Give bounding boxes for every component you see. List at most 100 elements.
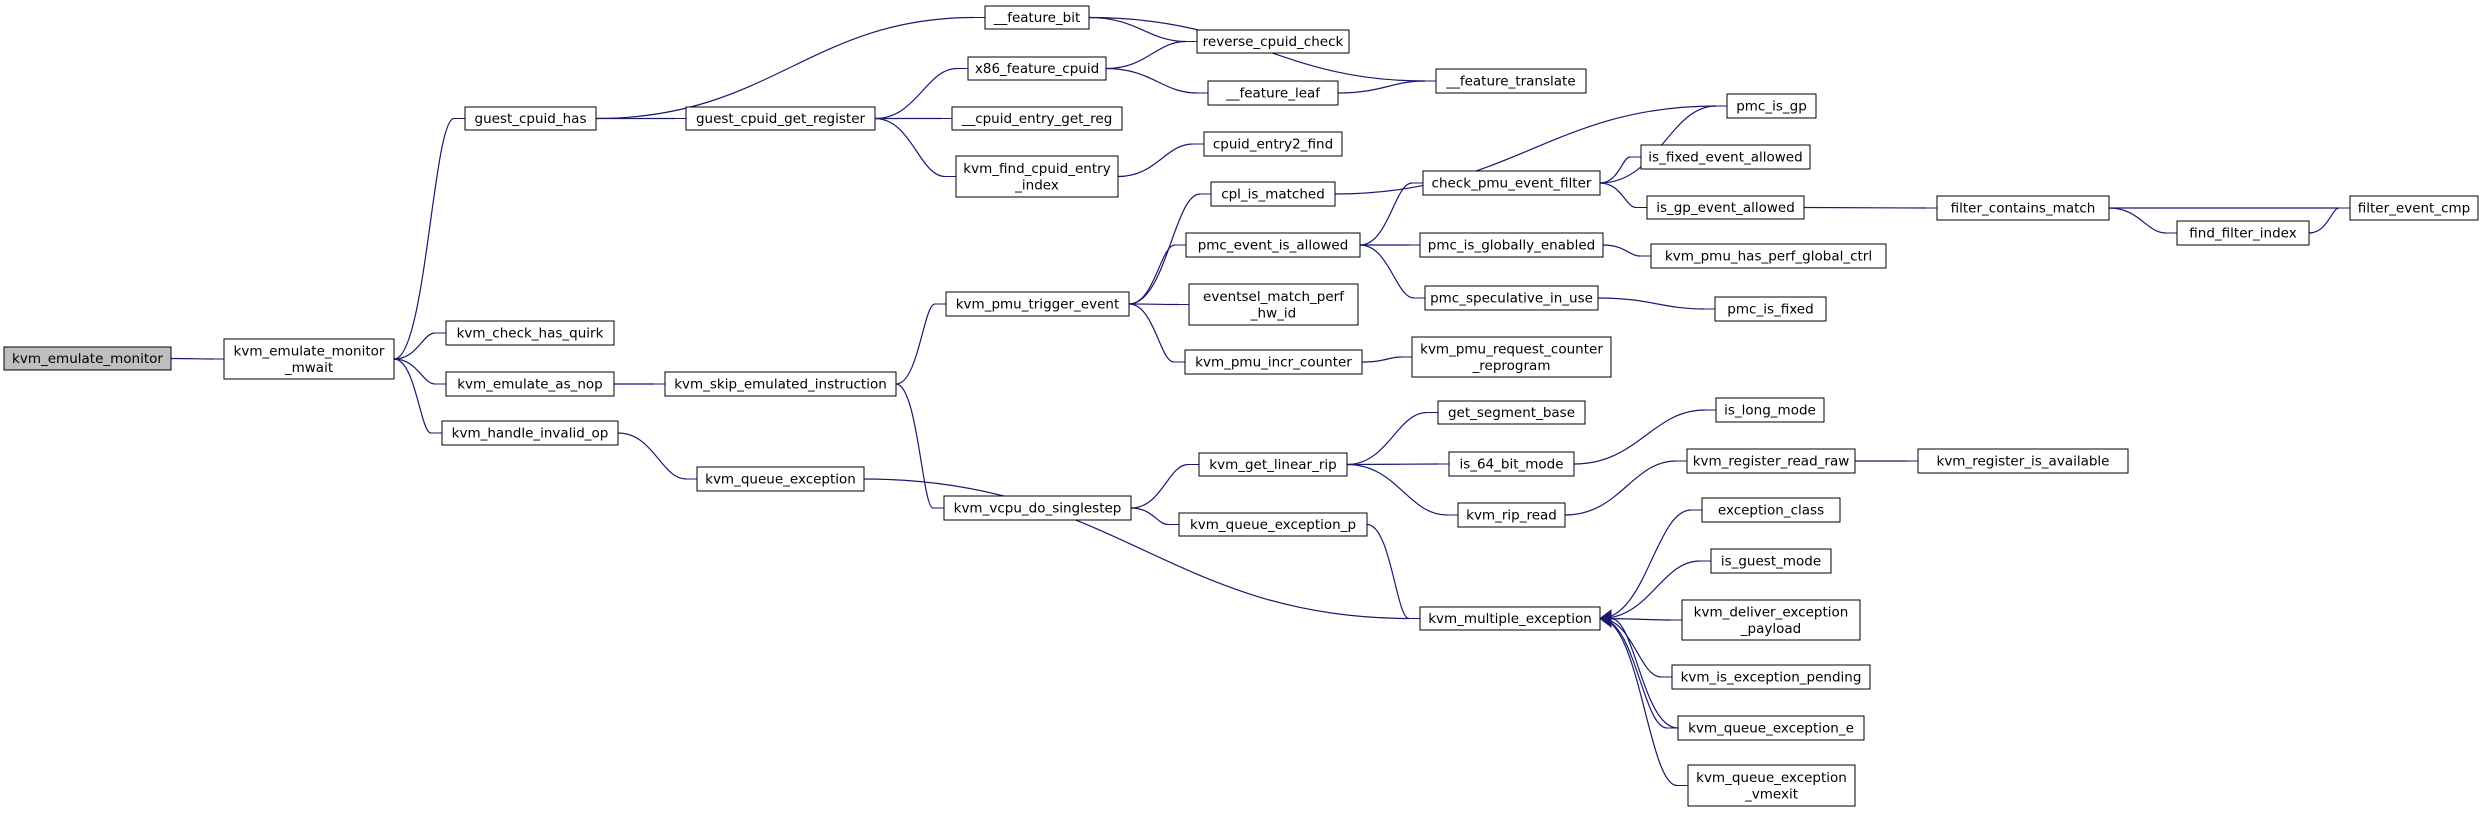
node-filter-event-cmp[interactable]: filter_event_cmp — [2349, 195, 2479, 221]
node-label: _reprogram — [1472, 358, 1551, 374]
node-kvm-pmu-request-counter-reprogram[interactable]: kvm_pmu_request_counter_reprogram — [1411, 336, 1612, 378]
node-pmc-is-fixed[interactable]: pmc_is_fixed — [1714, 296, 1827, 322]
node-box — [1714, 296, 1827, 322]
node-kvm-register-read-raw[interactable]: kvm_register_read_raw — [1686, 448, 1856, 474]
node-label: kvm_emulate_as_nop — [457, 377, 603, 393]
node-kvm-vcpu-do-singlestep[interactable]: kvm_vcpu_do_singlestep — [943, 495, 1132, 521]
edge-pmc-speculative-in-use-to-pmc-is-fixed — [1597, 297, 1715, 310]
node-kvm-queue-exception-vmexit[interactable]: kvm_queue_exception_vmexit — [1687, 764, 1856, 807]
node-eventsel-match-perf-hw-id[interactable]: eventsel_match_perf_hw_id — [1188, 283, 1359, 326]
node-label: kvm_handle_invalid_op — [452, 426, 609, 442]
edge-kvm-pmu-trigger-event-to-pmc-event-is-allowed — [1128, 244, 1186, 305]
node-exception-class[interactable]: exception_class — [1701, 497, 1841, 523]
node-box — [1178, 512, 1368, 537]
node-label: guest_cpuid_get_register — [696, 111, 866, 127]
node-label: get_segment_base — [1448, 405, 1575, 421]
node-is-64-bit-mode[interactable]: is_64_bit_mode — [1448, 451, 1575, 477]
graph-edges — [170, 16, 2350, 787]
node-filter-contains-match[interactable]: filter_contains_match — [1936, 195, 2110, 221]
node-kvm-rip-read[interactable]: kvm_rip_read — [1457, 502, 1566, 528]
node-cpl-is-matched[interactable]: cpl_is_matched — [1210, 181, 1336, 207]
edge-x86-feature-cpuid-to-reverse-cpuid-check — [1105, 40, 1197, 70]
node-kvm-is-exception-pending[interactable]: kvm_is_exception_pending — [1671, 664, 1871, 690]
edge-line — [1599, 182, 1637, 209]
node-cpuid-entry2-find[interactable]: cpuid_entry2_find — [1203, 131, 1343, 157]
edge-kvm-emulate-monitor-mwait-to-kvm-handle-invalid-op — [393, 358, 442, 434]
node-box — [1207, 80, 1339, 106]
node-kvm-get-linear-rip[interactable]: kvm_get_linear_rip — [1198, 452, 1348, 477]
node-label: kvm_register_read_raw — [1693, 454, 1850, 470]
node-get-segment-base[interactable]: get_segment_base — [1437, 400, 1586, 425]
node-box — [943, 495, 1132, 521]
node-feature-translate[interactable]: __feature_translate — [1435, 68, 1587, 94]
node-label: kvm_queue_exception — [705, 472, 856, 488]
node-box — [1424, 285, 1599, 311]
node-kvm-deliver-exception-payload[interactable]: kvm_deliver_exception_payload — [1681, 599, 1861, 641]
node-label: kvm_find_cpuid_entry — [963, 161, 1110, 177]
edge-kvm-pmu-trigger-event-to-eventsel-match-perf-hw-id — [1128, 303, 1189, 306]
node-pmc-is-gp[interactable]: pmc_is_gp — [1726, 93, 1817, 119]
node-kvm-queue-exception-p[interactable]: kvm_queue_exception_p — [1178, 512, 1368, 537]
node-pmc-is-globally-enabled[interactable]: pmc_is_globally_enabled — [1419, 232, 1604, 258]
node-guest-cpuid-has[interactable]: guest_cpuid_has — [464, 106, 597, 131]
node-kvm-pmu-has-perf-global-ctrl[interactable]: kvm_pmu_has_perf_global_ctrl — [1650, 243, 1887, 269]
edge-kvm-vcpu-do-singlestep-to-kvm-queue-exception-p — [1130, 507, 1179, 526]
edge-line — [1128, 303, 1175, 363]
node-feature-bit[interactable]: __feature_bit — [984, 5, 1090, 30]
node-kvm-queue-exception-e[interactable]: kvm_queue_exception_e — [1677, 715, 1865, 741]
node-reverse-cpuid-check[interactable]: reverse_cpuid_check — [1196, 29, 1350, 54]
edge-kvm-emulate-monitor-mwait-to-kvm-emulate-as-nop — [393, 358, 446, 385]
node-guest-cpuid-get-register[interactable]: guest_cpuid_get_register — [685, 106, 876, 131]
node-is-gp-event-allowed[interactable]: is_gp_event_allowed — [1646, 195, 1805, 220]
node-pmc-event-is-allowed[interactable]: pmc_event_is_allowed — [1185, 232, 1361, 258]
node-box — [1457, 502, 1566, 528]
edge-line — [1337, 80, 1426, 94]
node-label: _index — [1014, 177, 1059, 193]
node-feature-leaf[interactable]: __feature_leaf — [1207, 80, 1339, 106]
node-kvm-emulate-as-nop[interactable]: kvm_emulate_as_nop — [445, 371, 615, 397]
edge-line — [1346, 463, 1448, 516]
node-check-pmu-event-filter[interactable]: check_pmu_event_filter — [1422, 170, 1601, 196]
node-label: kvm_get_linear_rip — [1209, 457, 1336, 473]
edge-arrowhead — [1599, 609, 1612, 628]
node-label: _hw_id — [1250, 305, 1296, 321]
node-kvm-check-has-quirk[interactable]: kvm_check_has_quirk — [445, 320, 615, 346]
node-kvm-multiple-exception[interactable]: kvm_multiple_exception — [1419, 606, 1601, 631]
edge-kvm-multiple-exception-to-is-guest-mode — [1599, 560, 1711, 620]
node-kvm-queue-exception[interactable]: kvm_queue_exception — [696, 466, 865, 492]
node-kvm-skip-emulated-instruction[interactable]: kvm_skip_emulated_instruction — [664, 371, 897, 397]
node-box — [1936, 195, 2110, 221]
node-box — [1185, 232, 1361, 258]
node-box — [984, 5, 1090, 30]
edge-guest-cpuid-get-register-to-x86-feature-cpuid — [874, 67, 968, 120]
edge-kvm-vcpu-do-singlestep-to-kvm-get-linear-rip — [1130, 463, 1199, 509]
node-box — [1184, 349, 1363, 375]
node-kvm-pmu-incr-counter[interactable]: kvm_pmu_incr_counter — [1184, 349, 1363, 375]
node-label: reverse_cpuid_check — [1203, 34, 1344, 50]
edge-line — [170, 357, 214, 360]
node-find-filter-index[interactable]: find_filter_index — [2176, 220, 2310, 246]
node-x86-feature-cpuid[interactable]: x86_feature_cpuid — [967, 56, 1107, 81]
node-kvm-emulate-monitor[interactable]: kvm_emulate_monitor — [3, 346, 172, 371]
edge-kvm-multiple-exception-to-kvm-queue-exception-vmexit — [1599, 617, 1688, 787]
node-box — [1411, 336, 1612, 378]
node-kvm-pmu-trigger-event[interactable]: kvm_pmu_trigger_event — [945, 291, 1130, 317]
node-box — [1196, 29, 1350, 54]
node-label: kvm_is_exception_pending — [1681, 670, 1862, 686]
node-kvm-register-is-available[interactable]: kvm_register_is_available — [1917, 448, 2129, 474]
node-label: kvm_vcpu_do_singlestep — [954, 501, 1122, 517]
edge-guest-cpuid-has-to-feature-bit — [595, 16, 985, 120]
node-is-fixed-event-allowed[interactable]: is_fixed_event_allowed — [1640, 144, 1811, 170]
edge-line — [1088, 16, 1187, 43]
node-pmc-speculative-in-use[interactable]: pmc_speculative_in_use — [1424, 285, 1599, 311]
node-kvm-handle-invalid-op[interactable]: kvm_handle_invalid_op — [441, 420, 619, 446]
edge-kvm-emulate-monitor-mwait-to-kvm-check-has-quirk — [393, 332, 446, 360]
node-kvm-find-cpuid-entry-index[interactable]: kvm_find_cpuid_entry_index — [955, 155, 1119, 198]
node-is-guest-mode[interactable]: is_guest_mode — [1710, 548, 1832, 574]
edge-kvm-queue-exception-e-to-kvm-multiple-exception — [1599, 609, 1679, 729]
node-kvm-emulate-monitor-mwait[interactable]: kvm_emulate_monitor_mwait — [223, 338, 395, 380]
node-is-long-mode[interactable]: is_long_mode — [1715, 397, 1825, 423]
node-label: kvm_deliver_exception — [1694, 604, 1849, 620]
node-cpuid-entry-get-reg[interactable]: __cpuid_entry_get_reg — [951, 106, 1123, 131]
